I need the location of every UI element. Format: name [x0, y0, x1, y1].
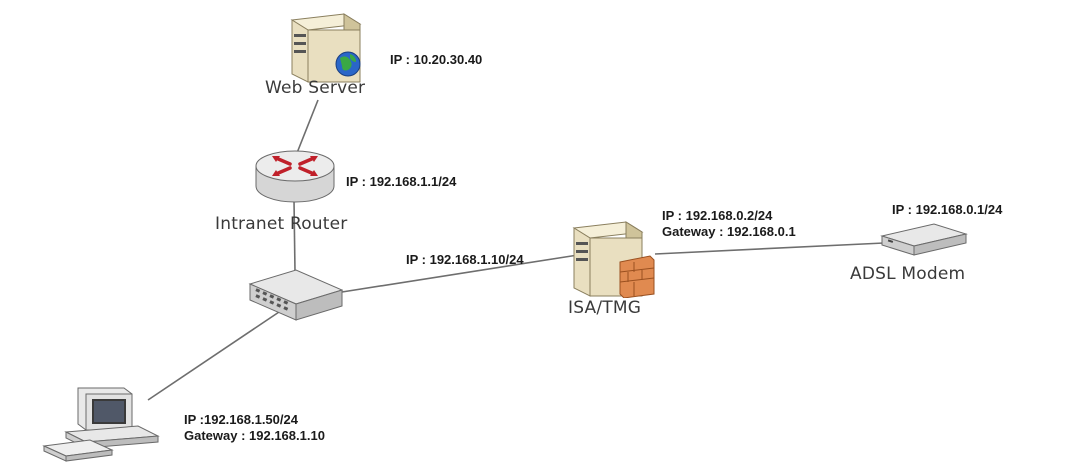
- adsl-modem-label: ADSL Modem: [850, 264, 966, 284]
- web-server-ip: IP : 10.20.30.40: [390, 52, 483, 67]
- router-ip: IP : 192.168.1.1/24: [346, 174, 457, 189]
- web-server-label: Web Server: [265, 78, 366, 98]
- isa-tmg-ip: IP : 192.168.0.2/24: [662, 208, 773, 223]
- link-switch-client: [147, 309, 283, 401]
- isa-tmg-label: ISA/TMG: [568, 298, 642, 318]
- link-isa-modem: [654, 242, 885, 255]
- link-webserver-router: [294, 99, 319, 159]
- isa-tmg-gateway: Gateway : 192.168.0.1: [662, 224, 796, 239]
- link-router-switch: [293, 199, 296, 273]
- switch-ip: IP : 192.168.1.10/24: [406, 252, 524, 267]
- adsl-modem-ip: IP : 192.168.0.1/24: [892, 202, 1003, 217]
- workstation-icon: [42, 387, 160, 462]
- client-pc-gateway: Gateway : 192.168.1.10: [184, 428, 325, 443]
- modem-icon: [880, 223, 968, 256]
- web-server-icon: [290, 13, 362, 83]
- router-icon: [255, 150, 335, 203]
- firewall-server-icon: [572, 221, 655, 298]
- link-switch-isa: [341, 254, 579, 293]
- client-pc-ip: IP :192.168.1.50/24: [184, 412, 298, 427]
- router-label: Intranet Router: [215, 214, 348, 234]
- switch-icon: [248, 269, 344, 321]
